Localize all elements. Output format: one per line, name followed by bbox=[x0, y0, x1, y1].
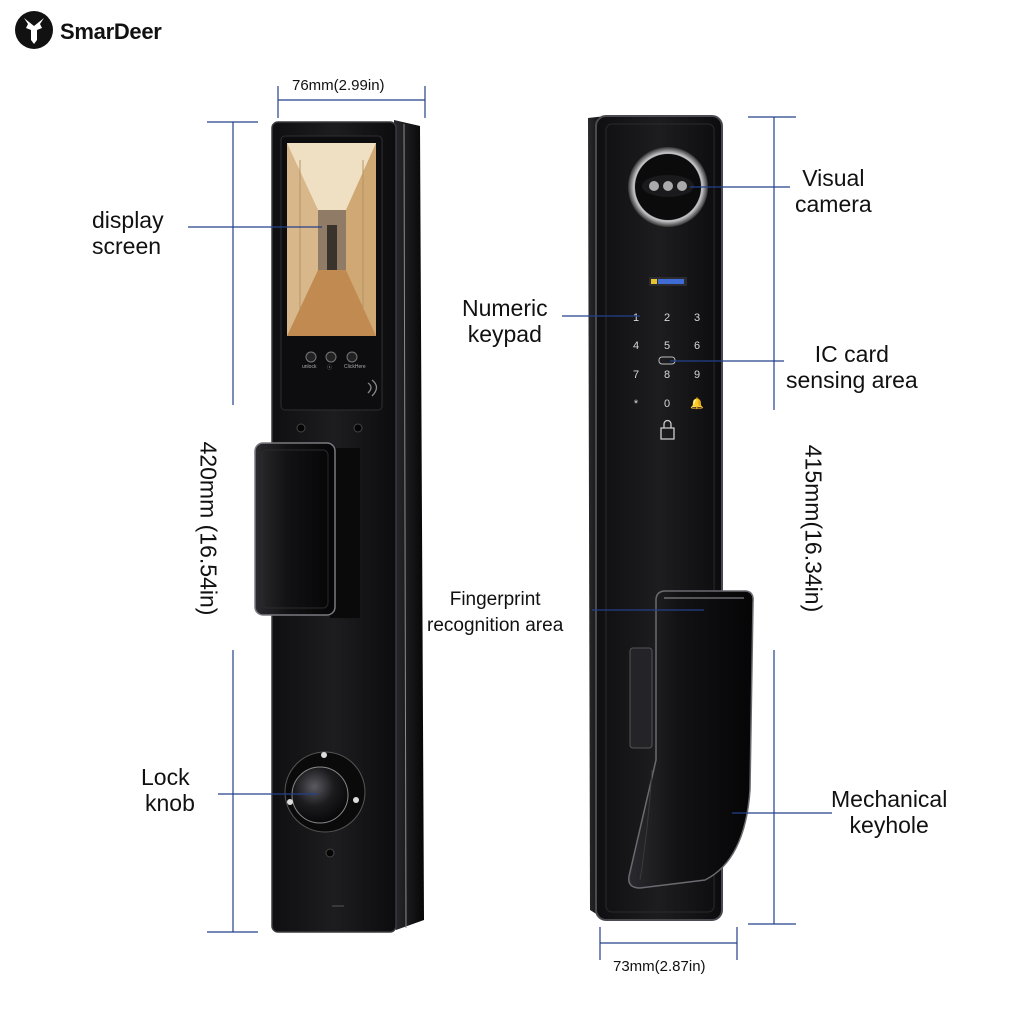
shield-button bbox=[325, 351, 337, 363]
caption-clickhere: ClickHere bbox=[344, 364, 366, 370]
keypad-key: 5 bbox=[664, 340, 670, 352]
callout-line: sensing area bbox=[786, 367, 918, 393]
button-captions: unlock ⓢ ClickHere bbox=[296, 364, 380, 376]
callout-lock-knob: Lock knob bbox=[141, 764, 195, 816]
callout-line: keyhole bbox=[849, 812, 929, 838]
numeric-keypad: 1 2 3 4 5 6 7 8 9 * 0 🔔 bbox=[633, 312, 704, 410]
caption-shield: ⓢ bbox=[327, 365, 333, 371]
right-lock-device: 1 2 3 4 5 6 7 8 9 * 0 🔔 bbox=[588, 115, 754, 921]
callout-line: screen bbox=[92, 233, 162, 259]
callout-display-screen: display screen bbox=[92, 207, 164, 259]
callout-line: camera bbox=[795, 191, 872, 217]
callout-line: keypad bbox=[467, 321, 542, 347]
callout-fingerprint: Fingerprint recognition area bbox=[427, 587, 563, 639]
caption-unlock: unlock bbox=[302, 364, 317, 370]
left-height-label: 420mm (16.54in) bbox=[195, 441, 222, 616]
callout-line: knob bbox=[145, 790, 195, 816]
right-height-label: 415mm(16.34in) bbox=[800, 444, 827, 613]
fingerprint-sensor bbox=[629, 647, 653, 749]
keypad-key: 9 bbox=[694, 369, 700, 381]
nfc-icon bbox=[367, 379, 378, 397]
keypad-key: 🔔 bbox=[690, 397, 704, 410]
brand-logo: SmarDeer bbox=[14, 10, 184, 50]
lock-knob bbox=[291, 766, 349, 824]
keypad-key: 1 bbox=[633, 312, 639, 324]
right-width-label: 73mm(2.87in) bbox=[613, 958, 706, 975]
keypad-key: 6 bbox=[694, 340, 700, 352]
callout-line: display bbox=[92, 207, 164, 233]
lock-icon bbox=[660, 419, 675, 440]
callout-ic-card: IC card sensing area bbox=[786, 341, 918, 393]
keypad-key: 3 bbox=[694, 312, 700, 324]
keypad-key: 0 bbox=[664, 398, 670, 410]
callout-line: recognition area bbox=[427, 615, 564, 636]
callout-mechanical-keyhole: Mechanical keyhole bbox=[831, 786, 947, 838]
keypad-key: 2 bbox=[664, 312, 670, 324]
brand-name: SmarDeer bbox=[60, 19, 162, 44]
keypad-key: 4 bbox=[633, 340, 639, 352]
callout-numeric-keypad: Numeric keypad bbox=[462, 295, 548, 347]
callout-line: Numeric bbox=[462, 295, 548, 321]
leader-lines bbox=[188, 186, 832, 814]
callout-line: Fingerprint bbox=[449, 589, 541, 610]
unlock-button bbox=[305, 351, 317, 363]
doorbell-button bbox=[346, 351, 358, 363]
callout-visual-camera: Visual camera bbox=[795, 165, 872, 217]
keypad-key: * bbox=[634, 398, 639, 410]
keypad-key: 8 bbox=[664, 369, 670, 381]
right-handle bbox=[628, 590, 754, 889]
deer-logo-icon bbox=[15, 11, 53, 49]
callout-line: IC card bbox=[814, 341, 889, 367]
left-width-label: 76mm(2.99in) bbox=[292, 77, 385, 94]
keypad-key: 7 bbox=[633, 369, 639, 381]
callout-line: Visual bbox=[802, 165, 865, 191]
left-lock-device bbox=[254, 120, 424, 933]
left-handle bbox=[254, 442, 336, 616]
callout-line: Lock bbox=[141, 764, 190, 790]
callout-line: Mechanical bbox=[831, 786, 948, 812]
